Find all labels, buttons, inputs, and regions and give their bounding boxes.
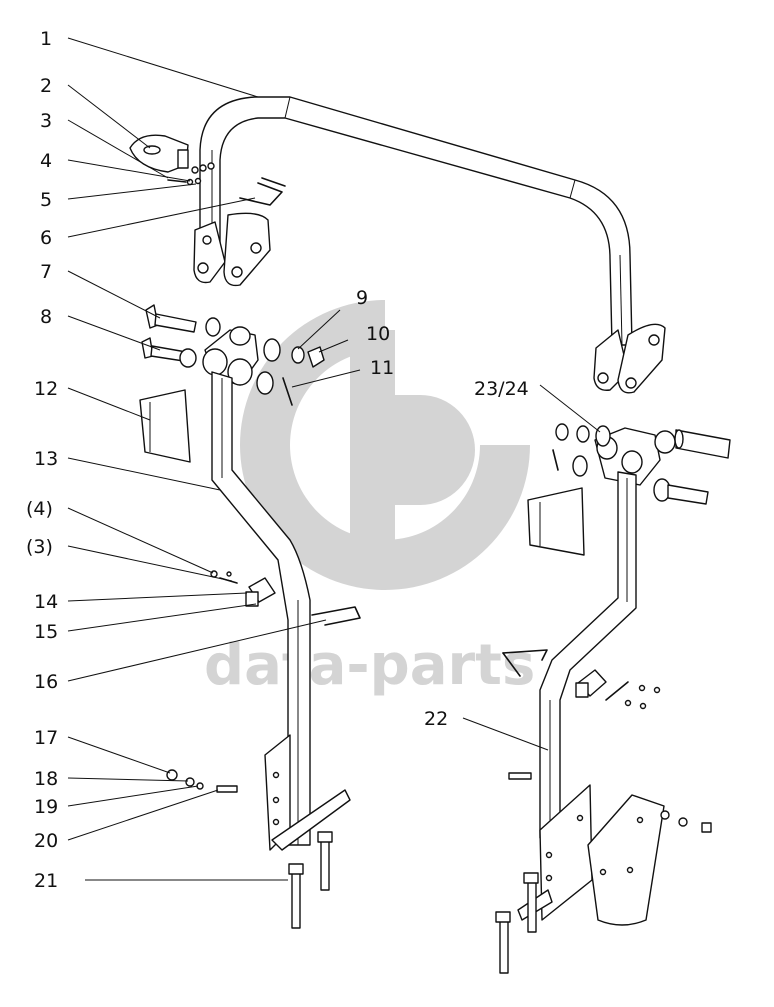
right-wedge — [527, 487, 585, 556]
callout-6: 6 — [40, 227, 52, 249]
callout-14: 14 — [34, 591, 58, 613]
bolt-part-21 — [288, 831, 333, 929]
callout-10: 10 — [366, 323, 390, 345]
left-leg-part-13 — [211, 371, 311, 846]
u-bolt-part-6 — [239, 177, 286, 206]
callout-20: 20 — [34, 830, 58, 852]
wedge-part-12 — [139, 389, 191, 463]
right-small-parts — [502, 649, 712, 833]
callout-9: 9 — [356, 287, 368, 309]
callout-4: 4 — [40, 150, 52, 172]
callout-23-24: 23/24 — [474, 378, 529, 400]
right-foot-plates — [517, 784, 665, 926]
right-bolts — [667, 429, 731, 505]
callout-17: 17 — [34, 727, 58, 749]
callout-3-repeat: (3) — [26, 536, 53, 558]
callout-7: 7 — [40, 261, 52, 283]
callout-21: 21 — [34, 870, 58, 892]
callout-13: 13 — [34, 448, 58, 470]
callout-19: 19 — [34, 796, 58, 818]
watermark-text: data-parts — [204, 633, 535, 698]
bracket-part-2 — [129, 134, 189, 173]
left-small-parts — [166, 570, 361, 793]
callout-11: 11 — [370, 357, 394, 379]
callout-labels: 1 2 3 4 5 6 7 8 9 10 11 12 13 (4) (3) 14… — [26, 28, 529, 892]
bolt-part-7 — [145, 304, 221, 337]
callout-3: 3 — [40, 110, 52, 132]
callout-5: 5 — [40, 189, 52, 211]
leader-lines — [67, 37, 601, 881]
right-pivot-block — [594, 427, 676, 502]
callout-12: 12 — [34, 378, 58, 400]
callout-4-repeat: (4) — [26, 498, 53, 520]
callout-8: 8 — [40, 306, 52, 328]
callout-2: 2 — [40, 75, 52, 97]
right-lower-bolts — [495, 872, 539, 974]
watermark-logo: data-parts — [204, 300, 535, 698]
left-upper-mount — [193, 212, 271, 287]
callout-22: 22 — [424, 708, 448, 730]
callout-16: 16 — [34, 671, 58, 693]
callout-1: 1 — [40, 28, 52, 50]
right-upper-mount — [593, 323, 666, 394]
small-hardware-3-4-5 — [167, 162, 215, 186]
left-pivot-block — [202, 326, 259, 386]
left-foot-plate — [264, 734, 351, 851]
washers-23-24 — [552, 423, 611, 477]
bolt-part-8 — [141, 337, 197, 368]
callout-15: 15 — [34, 621, 58, 643]
callout-18: 18 — [34, 768, 58, 790]
